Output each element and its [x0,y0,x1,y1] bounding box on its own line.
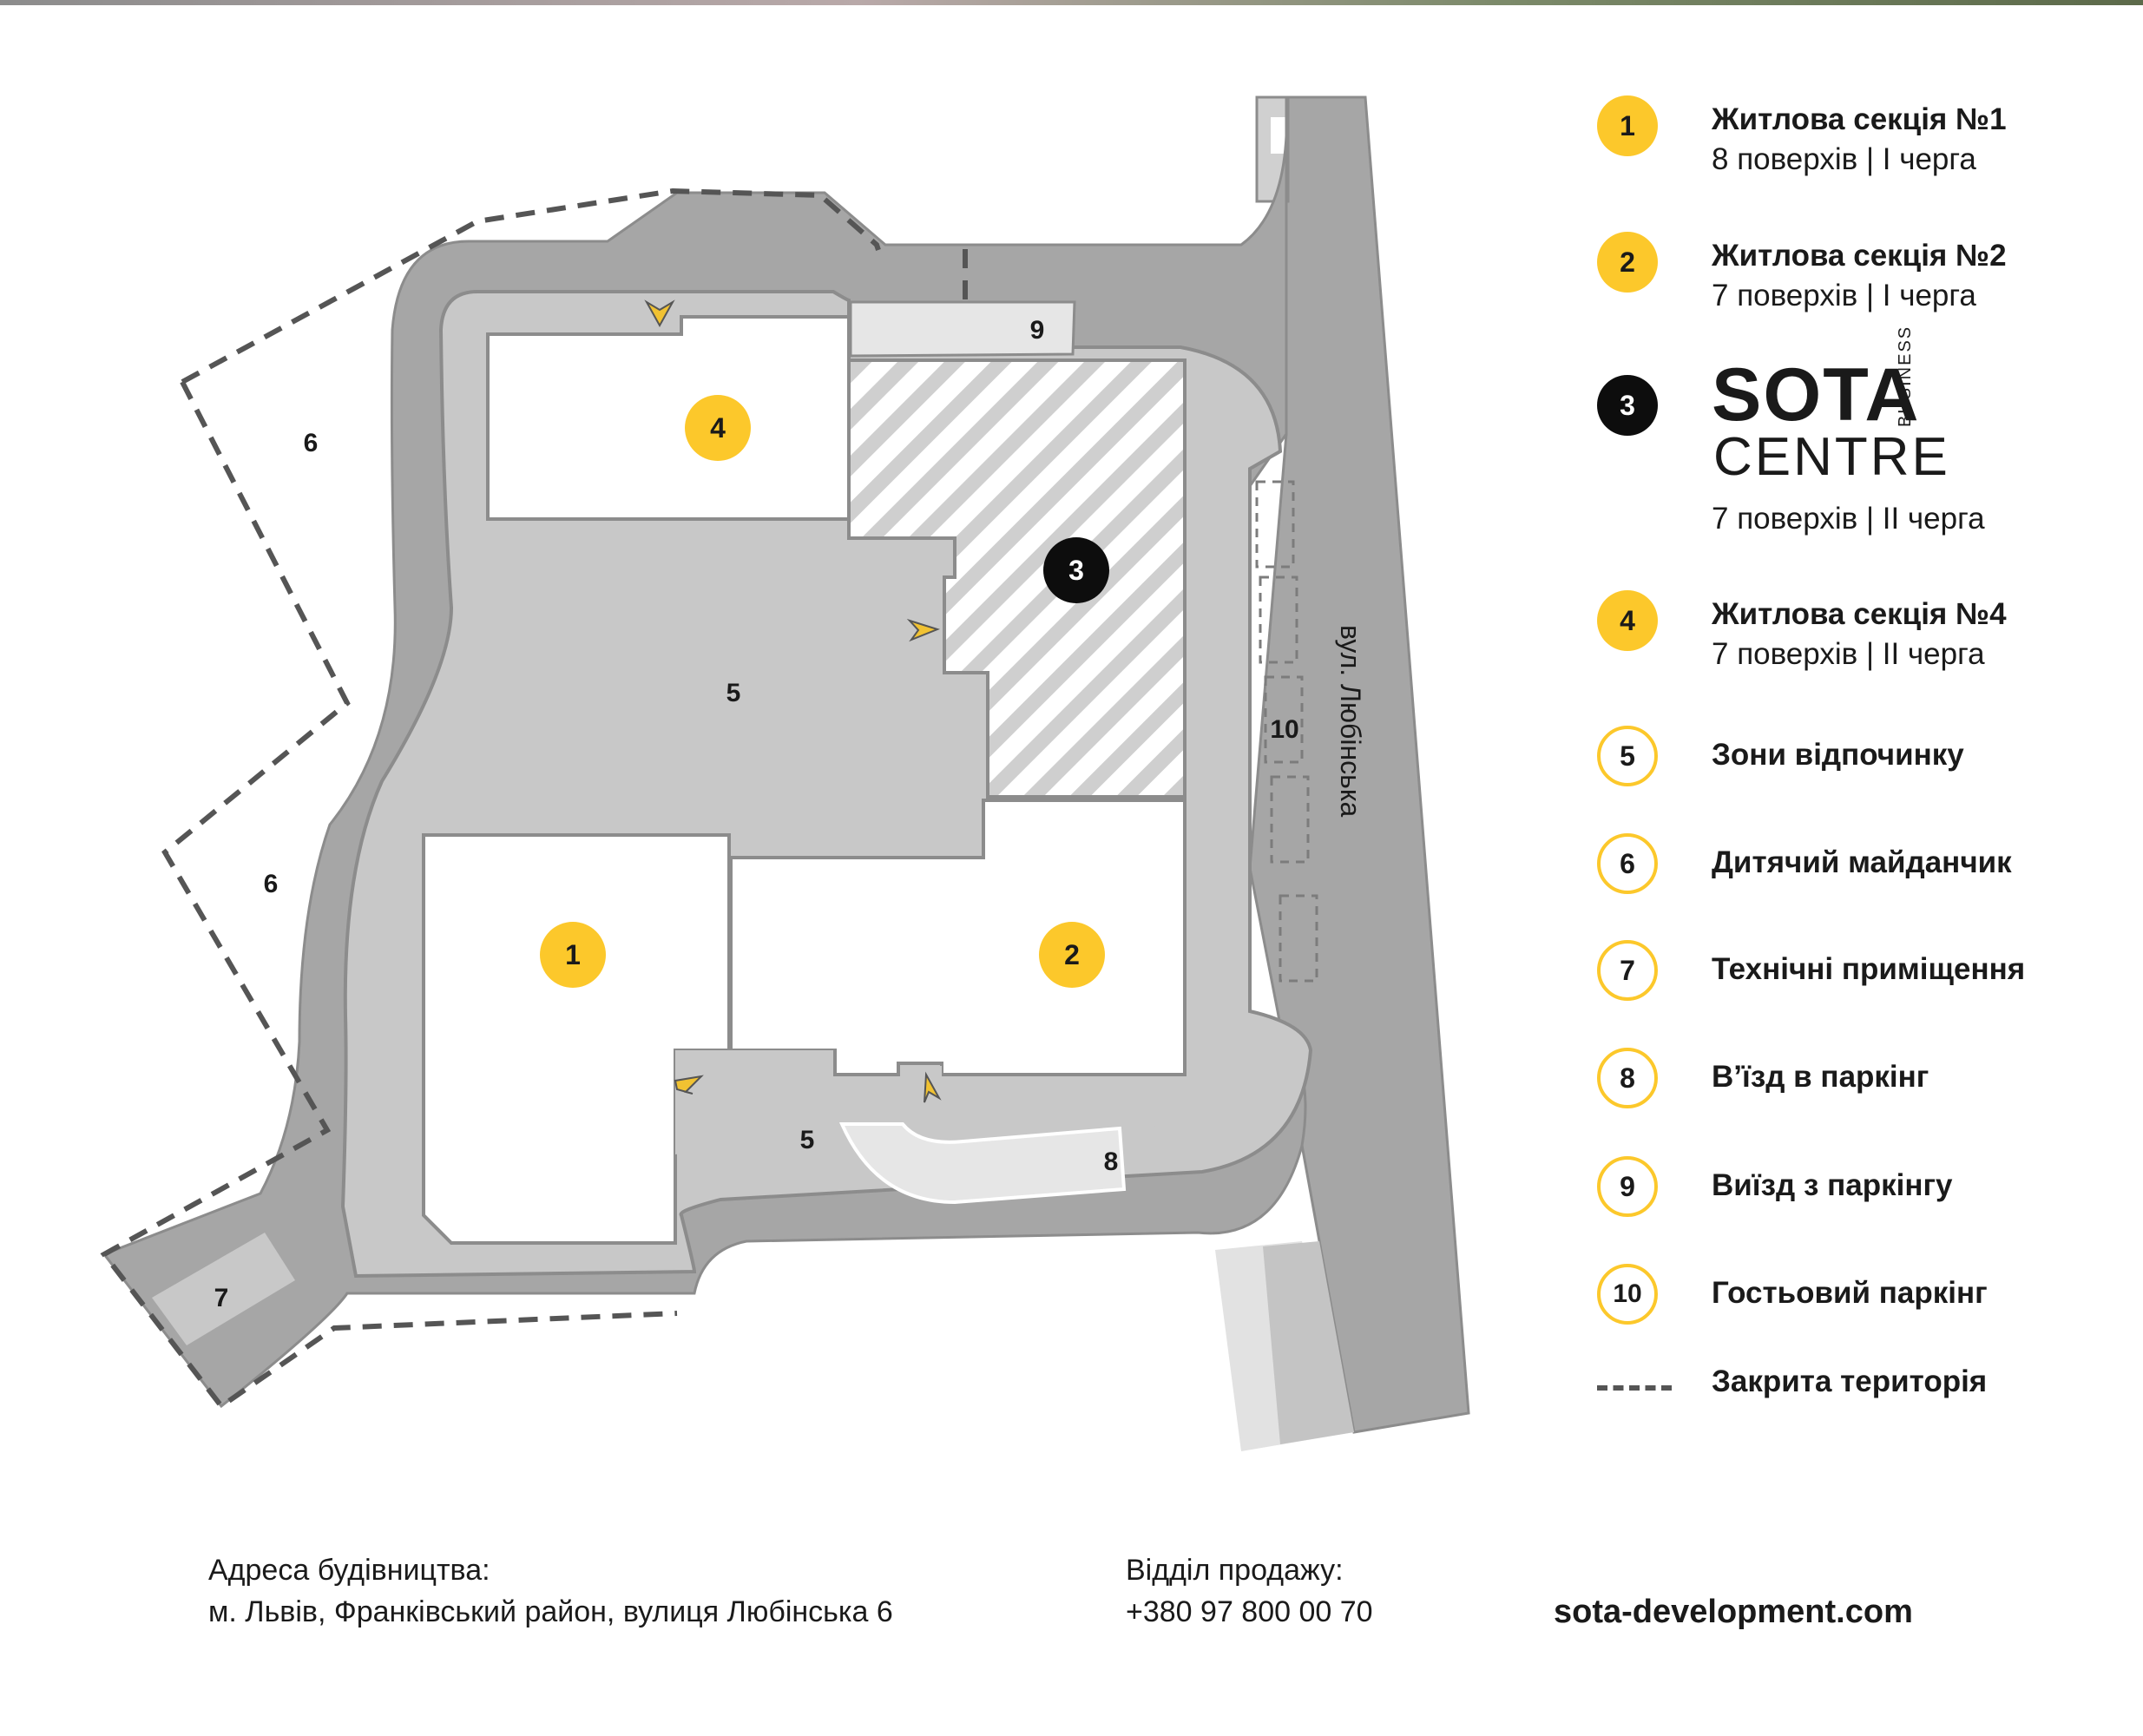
legend-title-8: В’їзд в паркінг [1712,1060,1929,1094]
logo-centre: CENTRE [1713,427,1950,487]
legend-marker-9: 9 [1597,1156,1658,1217]
building-3-hatched [847,358,1187,799]
dashed-line-icon [1597,1385,1672,1391]
address-text: м. Львів, Франківський район, вулиця Люб… [208,1595,893,1628]
sota-centre-logo: SOTA CENTRE BUSINESS [1712,326,1948,484]
legend-sub-2: 7 поверхів | І черга [1712,279,1976,312]
marker-4 [685,395,751,461]
legend-title-7: Технічні приміщення [1712,952,2026,986]
legend-title-6: Дитячий майданчик [1712,845,2012,879]
zone-5-small-label: 5 [800,1126,815,1154]
legend-title-5: Зони відпочинку [1712,738,1964,772]
legend-title-4: Житлова секція №4 [1712,597,2007,631]
zone-5-main-label: 5 [726,679,741,707]
legend: 1 Житлова секція №1 8 поверхів | І черга… [1597,95,2118,1424]
footer: Адреса будівництва: м. Львів, Франківськ… [0,1545,2143,1649]
parking-exit-zone [849,300,1076,358]
guest-parking-spaces [1255,480,1318,983]
legend-sub-3: 7 поверхів | ІІ черга [1712,502,1985,536]
legend-title-9: Виїзд з паркінгу [1712,1168,1953,1202]
legend-marker-1: 1 [1597,95,1658,156]
building-2 [729,799,1187,1076]
zone-6-lower-label: 6 [264,870,279,898]
legend-marker-4: 4 [1597,590,1658,651]
marker-3-label: 3 [1068,555,1084,586]
legend-sub-1: 8 поверхів | І черга [1712,142,1976,176]
building-4 [486,315,851,521]
logo-sota: SOTA [1712,353,1921,437]
legend-sub-4: 7 поверхів | ІІ черга [1712,637,1985,671]
street-stub-light [1271,117,1286,154]
sales-label: Відділ продажу: [1126,1554,1344,1587]
entrance-arrows [644,299,942,1103]
sidewalk-south-mid [1263,1241,1354,1444]
zone-9-label: 9 [1030,316,1045,345]
site-plan-map: 4 3 1 2 6 6 5 5 7 8 9 10 вул. Любінська [100,95,1470,1451]
legend-marker-8: 8 [1597,1048,1658,1108]
marker-3 [1043,537,1109,603]
logo-business: BUSINESS [1896,325,1915,427]
legend-marker-2: 2 [1597,232,1658,293]
legend-title-1: Житлова секція №1 [1712,102,2007,136]
closed-territory-line [100,187,968,1410]
marker-1-label: 1 [565,939,581,970]
legend-title-closed: Закрита територія [1712,1364,1988,1398]
zone-7-label: 7 [214,1284,229,1312]
parking-entry-ramp [838,1122,1127,1205]
small-yard [675,1050,1185,1154]
address-label: Адреса будівництва: [208,1554,490,1587]
marker-4-label: 4 [710,412,726,444]
marker-2 [1039,922,1105,988]
legend-marker-5: 5 [1597,726,1658,786]
legend-marker-10: 10 [1597,1264,1658,1325]
zone-10-label: 10 [1270,715,1298,744]
street-label: вул. Любінська [1335,625,1366,818]
marker-2-label: 2 [1064,939,1080,970]
top-photo-strip [0,0,2143,5]
marker-1 [540,922,606,988]
website-link[interactable]: sota-development.com [1554,1594,1913,1630]
zone-6-upper-label: 6 [304,429,319,457]
legend-marker-7: 7 [1597,940,1658,1001]
legend-title-10: Гостьовий паркінг [1712,1276,1988,1310]
legend-marker-3: 3 [1597,375,1658,436]
legend-title-2: Житлова секція №2 [1712,239,2007,273]
legend-marker-6: 6 [1597,833,1658,894]
zone-8-label: 8 [1104,1147,1119,1176]
sales-phone[interactable]: +380 97 800 00 70 [1126,1595,1373,1628]
technical-rooms [152,1233,295,1345]
